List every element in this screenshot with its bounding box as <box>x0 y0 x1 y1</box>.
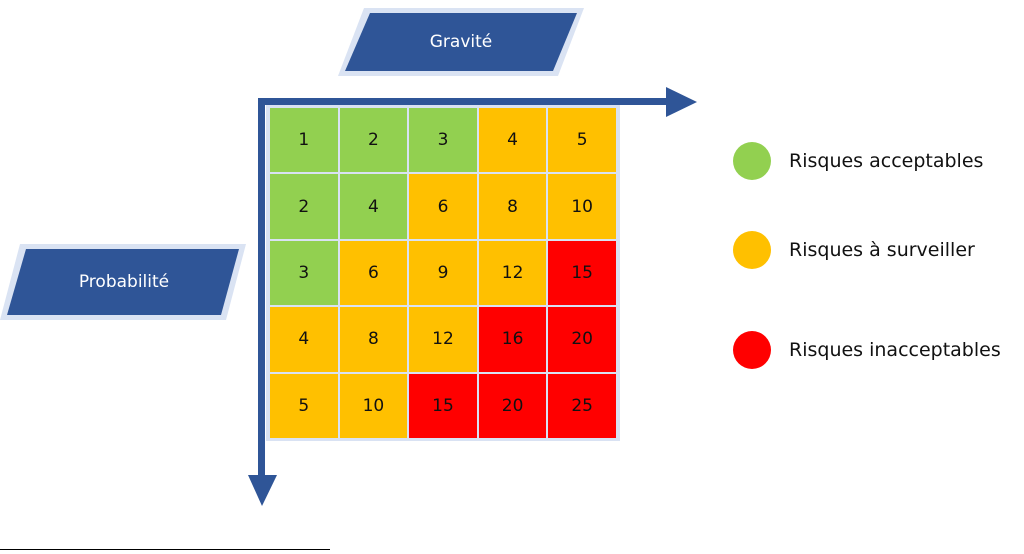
matrix-cell: 6 <box>409 174 477 239</box>
gravite-axis-label: Gravité <box>336 4 586 80</box>
legend-dot-green <box>733 142 771 180</box>
legend-item-surveiller: Risques à surveiller <box>733 231 975 269</box>
legend-item-acceptable: Risques acceptables <box>733 142 983 180</box>
matrix-cell: 12 <box>478 240 547 306</box>
legend-dot-orange <box>733 231 771 269</box>
legend-text-surveiller: Risques à surveiller <box>789 239 975 261</box>
matrix-cell: 3 <box>270 240 338 306</box>
legend-text-acceptable: Risques acceptables <box>789 150 984 172</box>
gravite-axis-line <box>258 98 668 105</box>
gravite-label-text: Gravité <box>429 32 493 52</box>
matrix-cell: 16 <box>478 307 547 372</box>
matrix-cell: 4 <box>478 108 547 173</box>
matrix-cell: 5 <box>548 108 616 173</box>
matrix-cell: 20 <box>478 373 547 438</box>
matrix-cell: 8 <box>339 307 408 372</box>
matrix-cell: 3 <box>409 108 477 173</box>
footnote-separator <box>0 549 330 550</box>
legend-dot-red <box>733 331 771 369</box>
matrix-cell: 4 <box>270 307 338 372</box>
matrix-cell: 5 <box>270 373 338 438</box>
matrix-cell: 1 <box>270 108 338 173</box>
probabilite-axis-arrowhead <box>248 475 277 506</box>
probabilite-axis-label: Probabilité <box>0 241 248 323</box>
probabilite-label-text: Probabilité <box>78 272 170 292</box>
legend-text-inacceptable: Risques inacceptables <box>789 339 1001 361</box>
matrix-cell: 4 <box>339 174 408 239</box>
matrix-cell: 15 <box>409 373 477 438</box>
matrix-cell: 9 <box>409 240 477 306</box>
matrix-cell: 6 <box>339 240 408 306</box>
legend-item-inacceptable: Risques inacceptables <box>733 331 1001 369</box>
matrix-cell: 10 <box>339 373 408 438</box>
matrix-cell: 8 <box>478 174 547 239</box>
matrix-cell: 15 <box>548 240 616 306</box>
probabilite-label-shape <box>0 244 246 320</box>
gravite-axis-arrowhead <box>666 87 697 117</box>
probabilite-axis-line <box>258 98 265 478</box>
matrix-cell: 25 <box>548 373 616 438</box>
matrix-cell: 10 <box>548 174 616 239</box>
matrix-cell: 2 <box>270 174 338 239</box>
matrix-cell: 2 <box>339 108 408 173</box>
gravite-label-shape <box>338 8 584 76</box>
matrix-cell: 12 <box>409 307 477 372</box>
matrix-cell: 20 <box>548 307 616 372</box>
